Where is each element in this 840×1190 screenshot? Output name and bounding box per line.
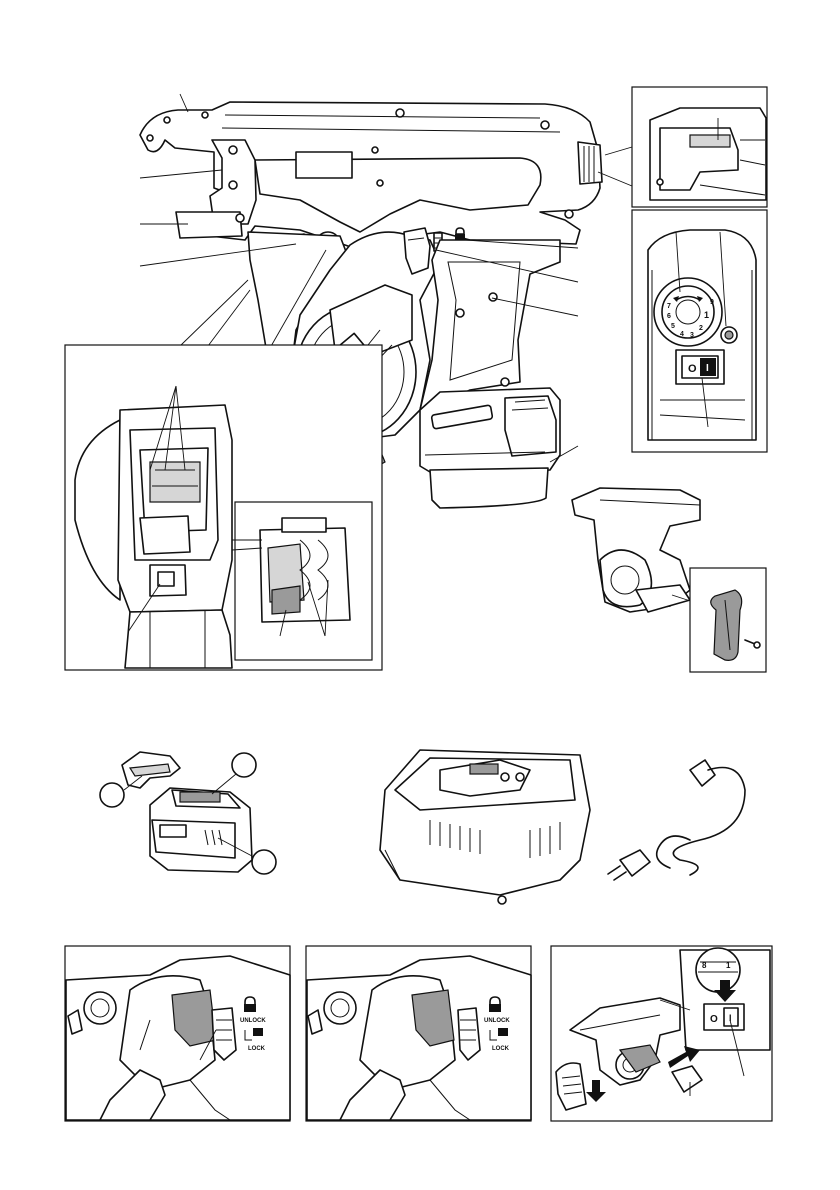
step-2-illustration: UNLOCK LOCK <box>307 956 531 1120</box>
battery-charger <box>380 750 590 904</box>
inset-rear-view <box>650 108 766 200</box>
dial-mark-step3-8: 8 <box>702 961 707 970</box>
dial-mark-5: 5 <box>671 323 675 330</box>
rear-grip <box>578 142 602 184</box>
unlock-text-step1: UNLOCK <box>240 1018 266 1024</box>
dial-mark-3: 3 <box>690 332 694 339</box>
lock-text-step1: LOCK <box>248 1046 266 1052</box>
dial-mark-9: 9 <box>710 299 714 306</box>
dial-mark-step3-1: 1 <box>726 961 731 970</box>
label-plate <box>296 152 352 178</box>
dial-mark-1: 1 <box>704 310 709 320</box>
dial-mark-4: 4 <box>680 331 684 338</box>
dial-mark-7: 7 <box>667 303 671 310</box>
switch-on-label: I <box>706 363 709 374</box>
lower-jaw <box>176 212 242 238</box>
grip-handle <box>420 240 560 410</box>
battery-pack <box>420 388 560 508</box>
unlock-text-step2: UNLOCK <box>484 1018 510 1024</box>
dial-mark-2: 2 <box>699 325 703 332</box>
power-switch-step3: O I <box>704 1004 744 1030</box>
switch-off-label: O <box>688 363 697 375</box>
switch-off-step3: O <box>710 1014 718 1025</box>
power-switch: O I <box>676 350 724 384</box>
inset-dial-view: 1 2 3 4 5 6 7 8 9 O I <box>648 230 756 440</box>
step-1-illustration: UNLOCK LOCK <box>66 956 290 1120</box>
tension-dial: 1 2 3 4 5 6 7 8 9 <box>654 278 722 346</box>
power-cord <box>608 760 745 880</box>
lock-text-step2: LOCK <box>492 1046 510 1052</box>
